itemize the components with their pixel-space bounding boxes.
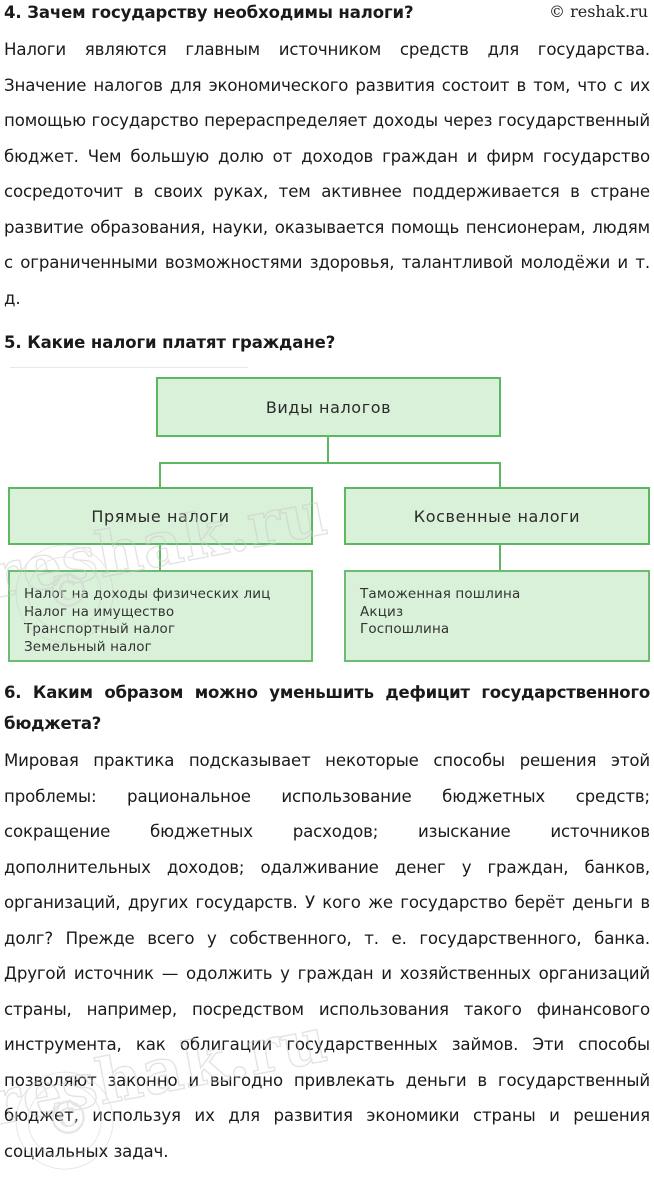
connector-left-vertical bbox=[159, 462, 161, 489]
list-item: Акциз bbox=[360, 603, 404, 620]
page-header: 4. Зачем государству необходимы налоги? … bbox=[4, 0, 650, 26]
connector-right-vertical bbox=[499, 462, 501, 489]
list-item: Налог на имущество bbox=[24, 603, 175, 620]
list-item: Налог на доходы физических лиц bbox=[24, 586, 271, 602]
diagram-node-root: Виды налогов bbox=[156, 377, 501, 437]
copyright-notice: © reshak.ru bbox=[549, 2, 648, 21]
question-5-heading: 5. Какие налоги платят граждане? bbox=[4, 333, 336, 352]
connector-root-vertical bbox=[327, 437, 329, 463]
list-item: Земельный налог bbox=[24, 638, 152, 655]
diagram-node-indirect-taxes-label: Косвенные налоги bbox=[413, 506, 581, 526]
diagram-node-indirect-taxes: Косвенные налоги bbox=[344, 487, 650, 545]
connector-left-leaf-vertical bbox=[159, 545, 161, 572]
diagram-list-direct-taxes: Налог на доходы физических лиц Налог на … bbox=[8, 570, 313, 662]
diagram-node-root-label: Виды налогов bbox=[265, 397, 392, 417]
question-4-answer: Налоги являются главным источником средс… bbox=[4, 40, 650, 308]
list-item: Госпошлина bbox=[360, 621, 450, 637]
diagram-node-direct-taxes-label: Прямые налоги bbox=[91, 506, 230, 526]
question-6-answer: Мировая практика подсказывает некоторые … bbox=[4, 751, 650, 1161]
connector-horizontal-split bbox=[159, 462, 501, 464]
tax-types-diagram: Виды налогов Прямые налоги Косвенные нал… bbox=[4, 365, 654, 665]
diagram-top-rule bbox=[10, 367, 248, 368]
diagram-list-indirect-taxes: Таможенная пошлина Акциз Госпошлина bbox=[344, 570, 650, 662]
question-6-heading: 6. Каким образом можно уменьшить дефицит… bbox=[4, 683, 650, 733]
diagram-node-direct-taxes: Прямые налоги bbox=[8, 487, 313, 545]
list-item: Таможенная пошлина bbox=[360, 586, 521, 602]
list-item: Транспортный налог bbox=[24, 621, 176, 637]
question-4-heading: 4. Зачем государству необходимы налоги? bbox=[4, 3, 414, 22]
connector-right-leaf-vertical bbox=[499, 545, 501, 572]
